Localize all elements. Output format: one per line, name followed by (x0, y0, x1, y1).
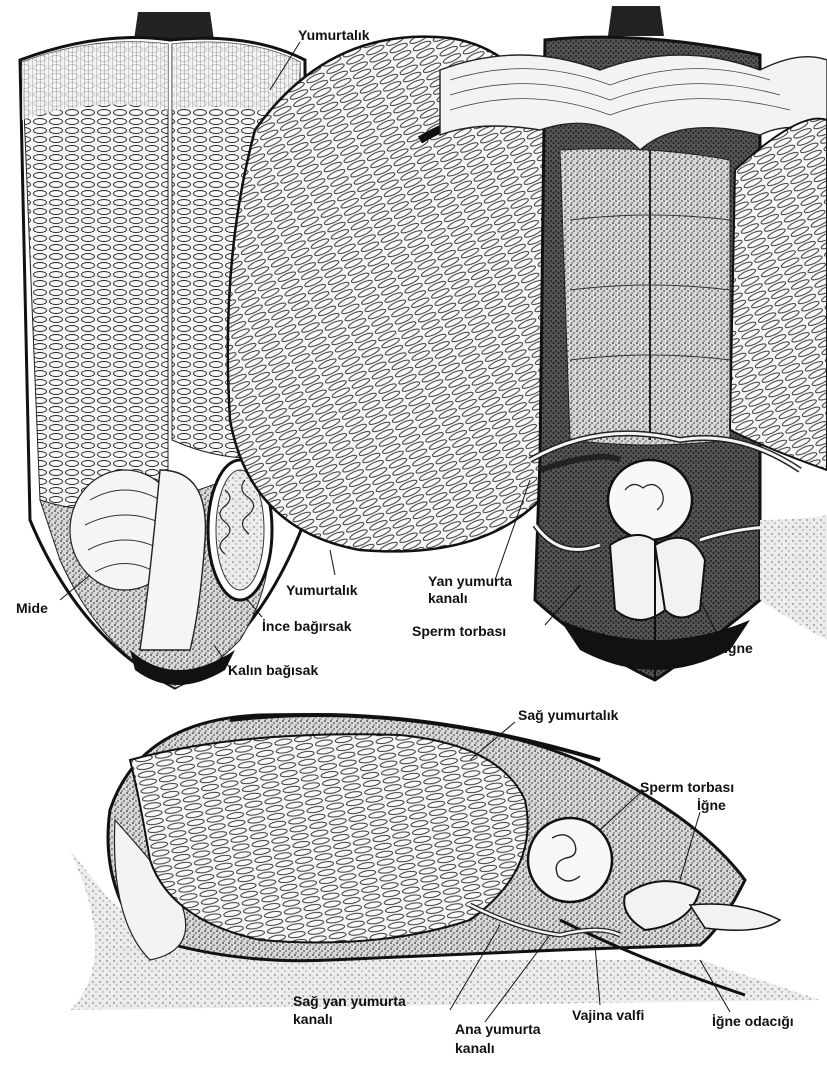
label-ana-yumurta-line1: Ana yumurta (455, 1021, 541, 1038)
label-yumurtalik-mid: Yumurtalık (286, 582, 358, 599)
label-sag-yumurtalik: Sağ yumurtalık (518, 707, 618, 724)
label-sperm-torbasi-top: Sperm torbası (412, 623, 506, 640)
label-sperm-torbasi-bottom: Sperm torbası (640, 779, 734, 796)
label-sag-yan-line1: Sağ yan yumurta (293, 993, 406, 1010)
label-ince-bagirsak: İnce bağırsak (262, 618, 352, 635)
label-igne-odacigi: İğne odacığı (712, 1013, 794, 1030)
label-yan-yumurta-line2: kanalı (428, 590, 468, 607)
label-yan-yumurta-line1: Yan yumurta (428, 573, 512, 590)
label-kalin-bagisak: Kalın bağısak (228, 662, 318, 679)
bottom-lateral-view (70, 715, 820, 1010)
label-sag-yan-line2: kanalı (293, 1011, 333, 1028)
label-ana-yumurta-line2: kanalı (455, 1040, 495, 1057)
label-mide: Mide (16, 600, 48, 617)
label-igne-top: İğne (724, 640, 753, 657)
label-yumurtalik-top: Yumurtalık (298, 27, 370, 44)
label-igne-bottom: İğne (697, 797, 726, 814)
label-vajina-valfi: Vajina valfi (572, 1007, 644, 1024)
